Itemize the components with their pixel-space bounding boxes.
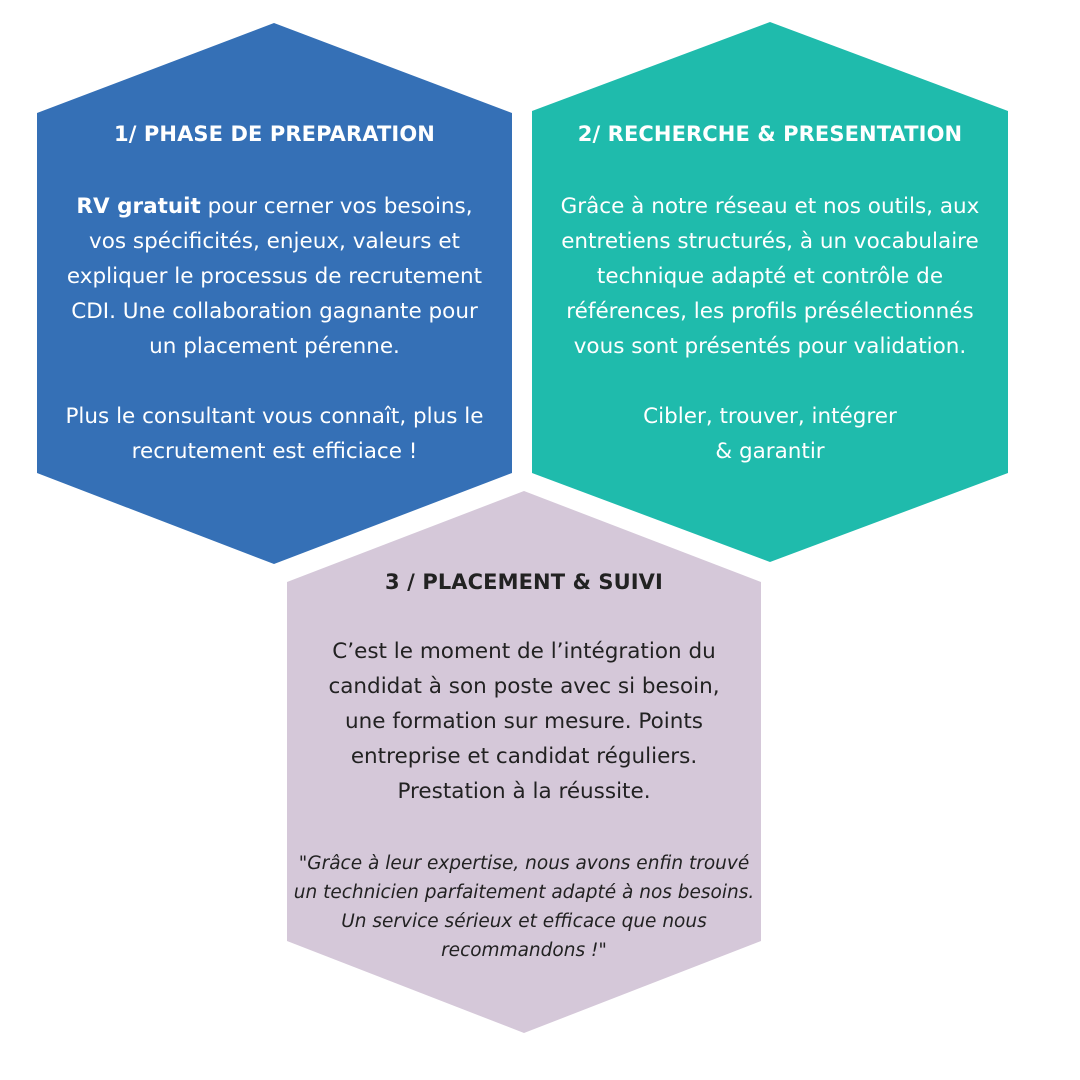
phase-3-body-line: Prestation à la réussite. [397,779,651,804]
phase-2-closing: Cibler, trouver, intégrer & garantir [532,399,1008,469]
phase-1-title: 1/ PHASE DE PREPARATION [114,122,435,146]
phase-3-body-line: entreprise et candidat réguliers. [350,744,698,769]
phase-1-content: 1/ PHASE DE PREPARATION RV gratuit pour … [37,120,512,469]
phase-3-quote-line: recommandons !" [441,940,607,961]
phase-3-body: C’est le moment de l’intégration du cand… [287,634,761,809]
phase-3-body-line: C’est le moment de l’intégration du [332,639,716,664]
phase-2-body-line: entretiens structurés, à un vocabulaire [561,229,979,254]
phase-1-body: RV gratuit pour cerner vos besoins, vos … [37,189,512,364]
phase-2-body: Grâce à notre réseau et nos outils, aux … [532,189,1008,364]
phase-3-content: 3 / PLACEMENT & SUIVI C’est le moment de… [287,568,761,965]
hexagon-phase-1 [37,23,512,564]
phase-2-body-line: technique adapté et contrôle de [596,264,944,289]
phase-3-title: 3 / PLACEMENT & SUIVI [385,570,663,594]
phase-3-body-line: candidat à son poste avec si besoin, [328,674,720,699]
phase-3-quote-line: un technicien parfaitement adapté à nos … [293,882,755,903]
phase-1-body-line: vos spécificités, enjeux, valeurs et [89,229,460,254]
phase-2-closing-line: Cibler, trouver, intégrer [643,404,897,429]
phase-1-closing: Plus le consultant vous connaît, plus le… [37,399,512,469]
phase-2-closing-line: & garantir [715,439,825,464]
phase-3-body-line: une formation sur mesure. Points [345,709,703,734]
phase-2-title: 2/ RECHERCHE & PRESENTATION [577,122,963,146]
phase-3-quote-line: Un service sérieux et efficace que nous [341,911,707,932]
phase-1-body-line: CDI. Une collaboration gagnante pour [71,299,478,324]
hexagon-phase-3-border [287,491,761,1033]
phase-1-body-line: expliquer le processus de recrutement [66,264,483,289]
phase-3-testimonial-quote: "Grâce à leur expertise, nous avons enfi… [287,849,761,965]
phase-1-body-bold-lead: RV gratuit [76,194,201,219]
phase-1-body-line: pour cerner vos besoins, [200,194,473,219]
phase-2-body-line: vous sont présentés pour validation. [573,334,967,359]
hexagon-phase-2 [532,22,1008,562]
phase-2-content: 2/ RECHERCHE & PRESENTATION Grâce à notr… [532,120,1008,469]
phase-1-closing-line: Plus le consultant vous connaît, plus le [65,404,484,429]
phase-3-quote-line: "Grâce à leur expertise, nous avons enfi… [298,853,750,874]
phase-1-closing-line: recrutement est efficiace ! [131,439,418,464]
phase-2-body-line: références, les profils présélectionnés [566,299,974,324]
phase-2-body-line: Grâce à notre réseau et nos outils, aux [560,194,980,219]
phase-1-body-line: un placement pérenne. [149,334,400,359]
